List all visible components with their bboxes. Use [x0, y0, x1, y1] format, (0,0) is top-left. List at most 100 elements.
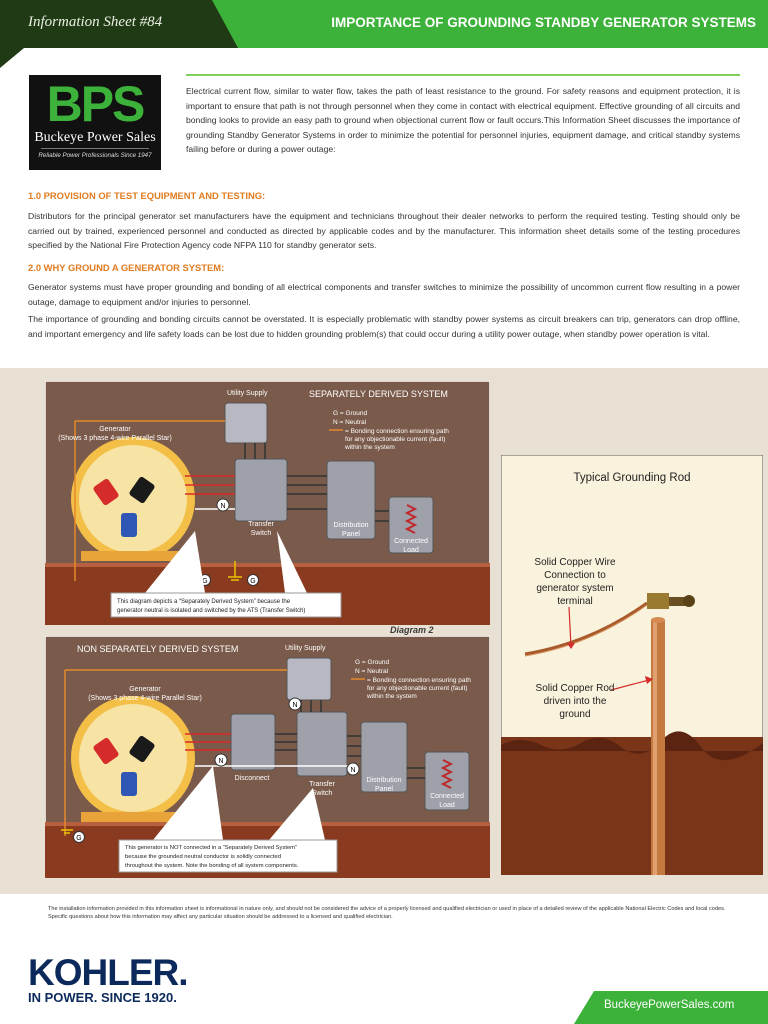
- utility-supply-box-2: [286, 657, 332, 701]
- diagram-1-note-2: generator neutral is isolated and switch…: [117, 608, 305, 614]
- distribution-panel-2-label-2: Panel: [375, 786, 393, 793]
- copper-wire: [524, 601, 648, 656]
- distribution-panel-box: [326, 460, 376, 540]
- transfer-switch-label-1: Transfer: [248, 521, 274, 528]
- logo-mark-text: BPS: [47, 81, 144, 125]
- section-1-heading: 1.0 PROVISION OF TEST EQUIPMENT AND TEST…: [28, 190, 266, 201]
- section-2-heading: 2.0 WHY GROUND A GENERATOR SYSTEM:: [28, 262, 225, 273]
- transfer-switch-2-label-2: Switch: [312, 790, 333, 797]
- legend-neutral-2: N = Neutral: [355, 668, 389, 675]
- diagram-1-note-1: This diagram depicts a “Separately Deriv…: [117, 599, 291, 605]
- svg-text:G: G: [76, 835, 81, 842]
- rod-label-1: Solid Copper Rod: [536, 683, 615, 694]
- neutral-marker-2b: [288, 697, 302, 711]
- generator-sub-label: (Shows 3 phase 4-wire Parallel Star): [58, 435, 172, 442]
- svg-text:N: N: [220, 503, 225, 510]
- diagram-2-note-box: [118, 839, 338, 873]
- diagram-1-title: SEPARATELY DERIVED SYSTEM: [309, 389, 448, 399]
- legend-bond-2: for any objectionable current (fault): [345, 436, 445, 443]
- transfer-switch-box-2: [296, 711, 348, 777]
- disconnect-box: [230, 713, 276, 771]
- transfer-switch-box: [234, 458, 288, 522]
- legend-neutral: N = Neutral: [333, 419, 367, 426]
- intro-paragraph: Electrical current flow, similar to wate…: [186, 86, 740, 155]
- website-link[interactable]: BuckeyePowerSales.com: [604, 999, 735, 1011]
- logo-tagline: Reliable Power Professionals Since 1947: [38, 152, 152, 159]
- wire-label-2: Connection to: [544, 570, 606, 581]
- connected-load-2-label-2: Load: [439, 802, 455, 809]
- generator-2-coil-blue: [121, 772, 137, 796]
- rod-label-3: ground: [559, 709, 590, 720]
- distribution-panel-2-label-1: Distribution: [366, 777, 401, 784]
- diagram-non-separately-derived: N N N G NON SEPARATELY DERIVED SYSTEM Ut…: [45, 636, 490, 878]
- rod-clamp: [647, 593, 669, 609]
- section-2-body-2: The importance of grounding and bonding …: [28, 314, 740, 339]
- generator-coil-blue: [121, 513, 137, 537]
- page-title: IMPORTANCE OF GROUNDING STANDBY GENERATO…: [331, 15, 756, 30]
- distribution-panel-label-2: Panel: [342, 531, 360, 538]
- sheet-number: Information Sheet #84: [28, 14, 163, 30]
- svg-text:N: N: [218, 758, 223, 765]
- generator-housing-inner: [79, 445, 187, 553]
- bps-logo: BPS Buckeye Power Sales Reliable Power P…: [29, 75, 161, 170]
- legend-bond-1: = Bonding connection ensuring path: [345, 428, 449, 435]
- generator-2-label: Generator: [129, 686, 161, 693]
- neutral-marker-2a: [214, 753, 228, 767]
- kohler-tagline: IN POWER. SINCE 1920.: [28, 990, 177, 1005]
- transfer-switch-2-label-1: Transfer: [309, 781, 335, 788]
- diagram-2-title: NON SEPARATELY DERIVED SYSTEM: [77, 644, 238, 654]
- generator-2-coil-black: [129, 736, 155, 762]
- svg-text:G: G: [250, 578, 255, 585]
- generator-2-coil-red: [93, 738, 119, 764]
- generator-coil-red-1: [93, 479, 119, 505]
- disconnect-label: Disconnect: [235, 775, 270, 782]
- connected-load-label-2: Load: [403, 547, 419, 554]
- connected-load-2-label-1: Connected: [430, 793, 464, 800]
- kohler-logo: KOHLER.: [28, 952, 188, 993]
- header-corner: [0, 48, 24, 68]
- clamp-bolt: [683, 595, 695, 607]
- svg-text:N: N: [292, 702, 297, 709]
- wire-label-4: terminal: [557, 596, 593, 607]
- legend-ground: G = Ground: [333, 410, 368, 417]
- distribution-panel-label-1: Distribution: [333, 522, 368, 529]
- ground-marker-3: [73, 831, 85, 843]
- generator-2-sub-label: (Shows 3 phase 4-wire Parallel Star): [88, 695, 202, 702]
- legend-bond-2-1: = Bonding connection ensuring path: [367, 677, 471, 684]
- ground-marker-2: [247, 574, 259, 586]
- legend-bond-2-3: within the system: [366, 693, 417, 700]
- svg-text:G: G: [202, 578, 207, 585]
- header-title-bar: [212, 0, 768, 48]
- generator-coil-black: [129, 477, 155, 503]
- diagram-1-note-box: [110, 592, 342, 618]
- bps-logo-mark: BPS: [47, 81, 146, 125]
- disclaimer: The installation information provided in…: [48, 906, 726, 920]
- utility-supply-label-2: Utility Supply: [285, 645, 326, 652]
- utility-supply-label: Utility Supply: [227, 390, 268, 397]
- neutral-marker: [216, 498, 230, 512]
- legend-ground-2: G = Ground: [355, 659, 390, 666]
- connected-load-box: [388, 496, 434, 554]
- legend-bond-2-2: for any objectionable current (fault): [367, 685, 467, 692]
- diagram-2-note-3: throughout the system. Note the bonding …: [125, 863, 299, 869]
- section-1-body: Distributors for the principal generator…: [28, 211, 740, 251]
- generator-2-housing-inner: [79, 704, 187, 812]
- distribution-panel-box-2: [360, 721, 408, 793]
- neutral-marker-2c: [346, 762, 360, 776]
- utility-supply-box: [224, 402, 268, 444]
- legend-bond-3: within the system: [344, 444, 395, 451]
- logo-divider: [41, 148, 149, 149]
- transfer-switch-label-2: Switch: [251, 530, 272, 537]
- rod-label-2: driven into the: [544, 696, 607, 707]
- diagram-2-note-2: because the grounded neutral conductor i…: [125, 854, 281, 860]
- generator-label: Generator: [99, 426, 131, 433]
- diagram-separately-derived: N G G SEPARATELY DERIVED SYSTEM Utility …: [45, 381, 490, 625]
- grounding-rod-title: Typical Grounding Rod: [574, 472, 691, 484]
- intro-divider: [186, 74, 740, 76]
- section-2-body-1: Generator systems must have proper groun…: [28, 282, 740, 307]
- diagram-2-caption: Diagram 2: [390, 625, 434, 635]
- connected-load-label-1: Connected: [394, 538, 428, 545]
- svg-text:N: N: [350, 767, 355, 774]
- wire-label-3: generator system: [536, 583, 613, 594]
- grounding-rod-illustration: Typical Grounding Rod Solid Copper Wire …: [501, 455, 763, 875]
